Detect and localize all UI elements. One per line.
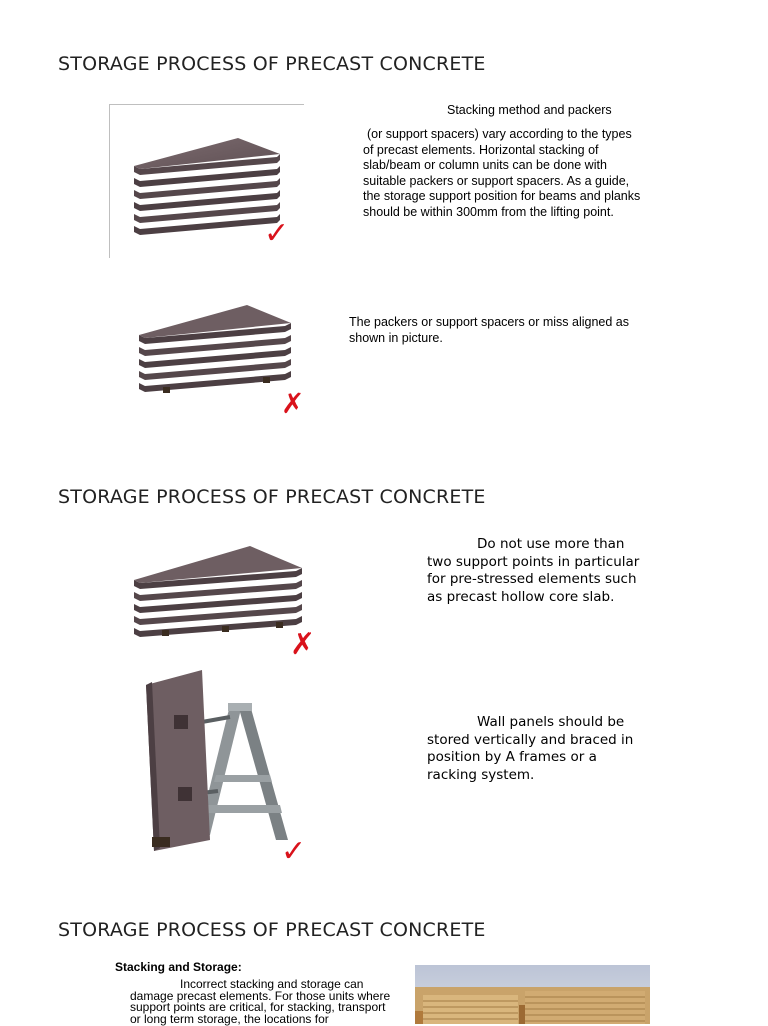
stack-misaligned-image <box>133 285 303 415</box>
item-description: (or support spacers) vary according to t… <box>363 127 641 219</box>
stack-three-supports-image <box>126 530 316 665</box>
wall-panel-a-frame-image <box>130 665 310 855</box>
check-icon: ✓ <box>264 216 290 251</box>
item-description: Do not use more than two support points … <box>427 536 640 605</box>
item-description: Incorrect stacking and storage can damag… <box>130 977 391 1026</box>
section-heading-2: STORAGE PROCESS OF PRECAST CONCRETE <box>58 486 486 508</box>
section-heading-1: STORAGE PROCESS OF PRECAST CONCRETE <box>58 53 486 75</box>
section-heading-3: STORAGE PROCESS OF PRECAST CONCRETE <box>58 919 486 941</box>
item-description: Wall panels should be stored vertically … <box>427 714 634 783</box>
storage-yard-photo <box>415 965 650 1024</box>
item-title: Stacking and Storage: <box>115 960 242 974</box>
cross-icon: ✗ <box>290 627 316 662</box>
stack-correct-image <box>109 104 304 258</box>
cross-icon: ✗ <box>281 387 305 420</box>
item-description: The packers or support spacers or miss a… <box>349 315 629 345</box>
check-icon: ✓ <box>281 834 307 869</box>
item-title: Stacking method and packers <box>447 103 612 117</box>
